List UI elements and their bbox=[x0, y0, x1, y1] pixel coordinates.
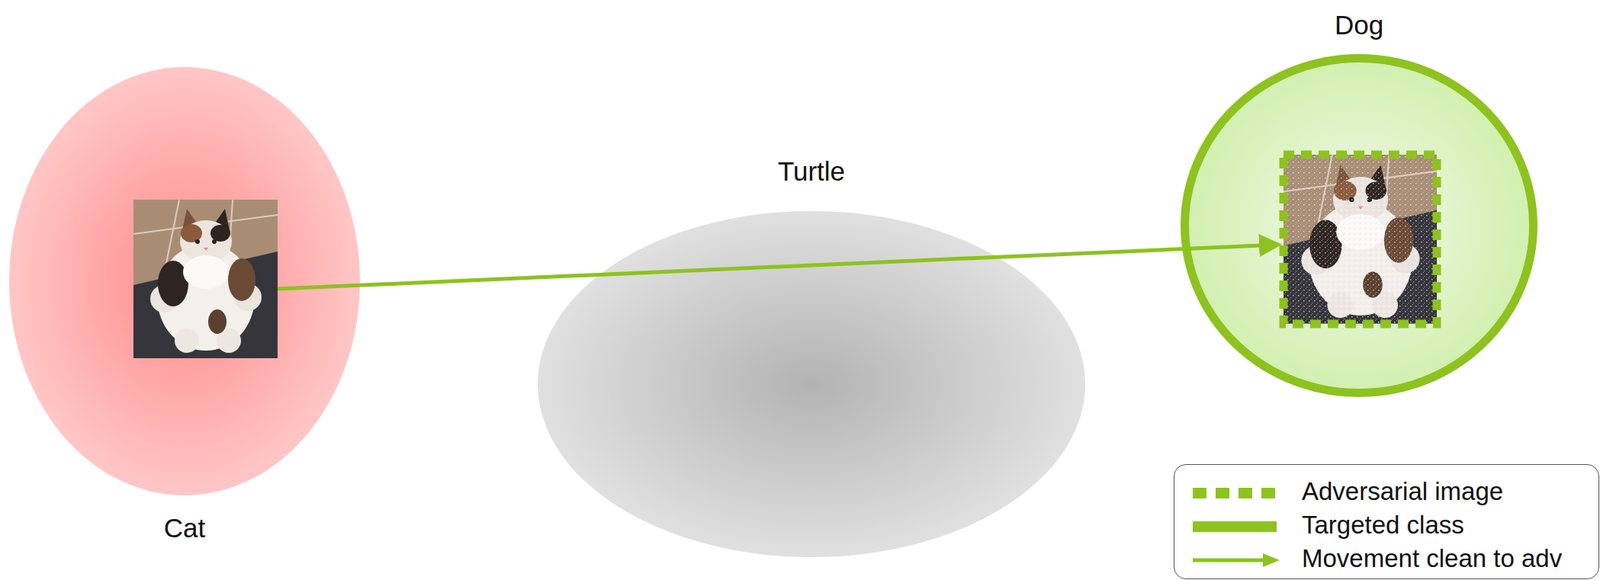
legend-row: Movement clean to adv bbox=[1174, 542, 1599, 576]
legend-row: Adversarial image bbox=[1174, 475, 1599, 509]
adversarial-cat-image bbox=[1283, 154, 1437, 325]
legend-box: Adversarial imageTargeted classMovement … bbox=[1173, 464, 1600, 580]
legend-text: Targeted class bbox=[1301, 508, 1465, 543]
legend-text: Movement clean to adv bbox=[1301, 542, 1562, 576]
region-shape bbox=[537, 211, 1086, 558]
class-region: Turtle bbox=[537, 211, 1086, 558]
clean-cat-image bbox=[133, 199, 278, 359]
movement-arrow bbox=[277, 244, 1279, 290]
arrow-sample bbox=[1192, 545, 1282, 576]
class-label: Turtle bbox=[537, 156, 1086, 187]
class-label: Cat bbox=[9, 513, 360, 544]
dotted-line-sample bbox=[1192, 478, 1282, 509]
legend-row: Targeted class bbox=[1174, 508, 1599, 543]
thick-line-sample bbox=[1192, 511, 1282, 543]
legend-text: Adversarial image bbox=[1301, 475, 1504, 509]
class-label: Dog bbox=[1180, 9, 1538, 41]
